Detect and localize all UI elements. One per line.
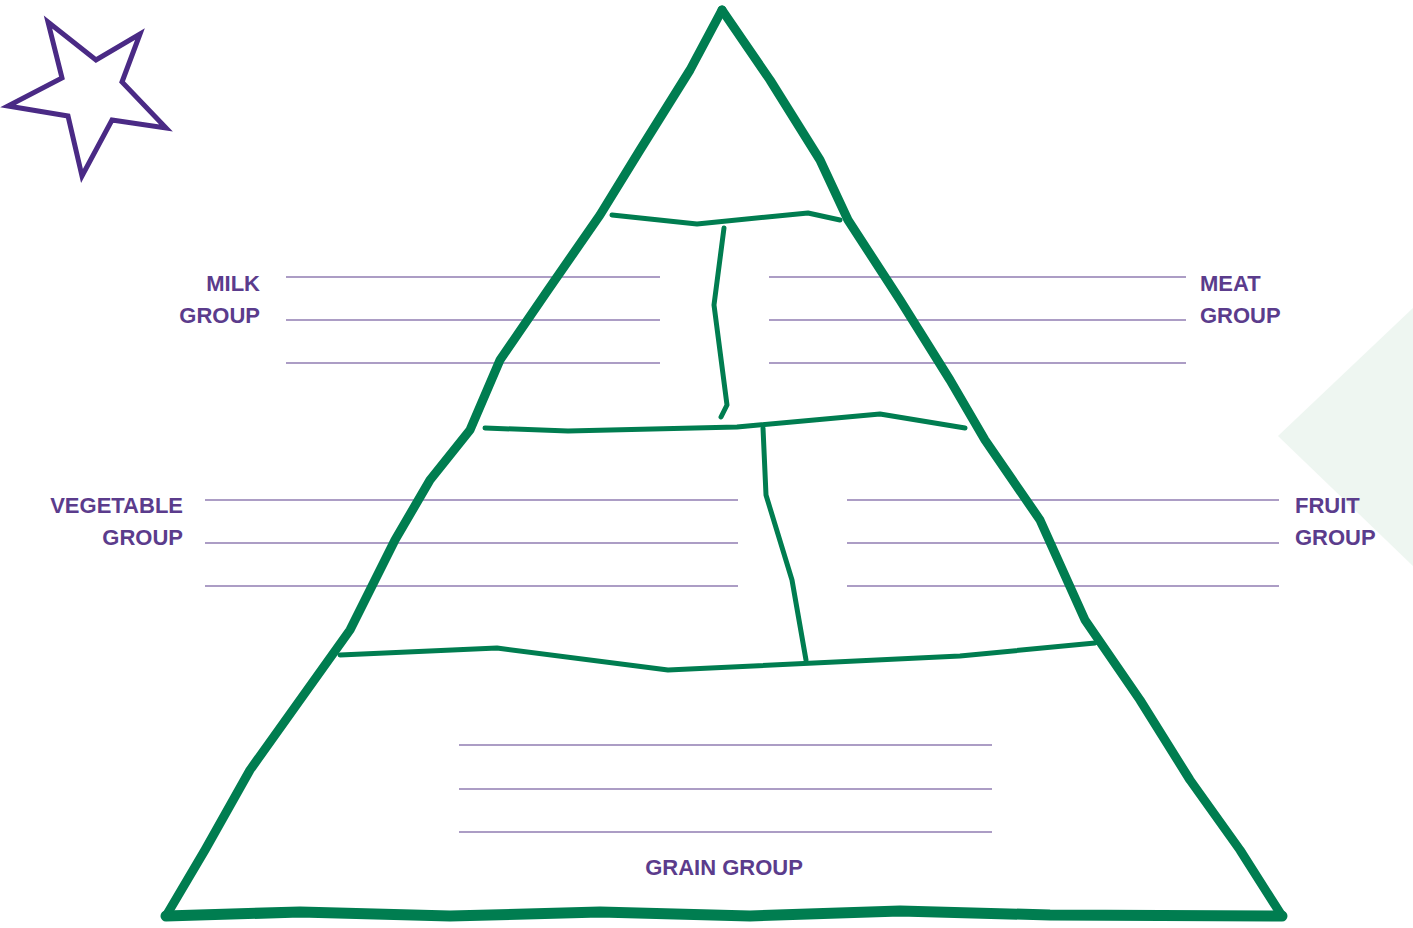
star-icon	[8, 22, 166, 176]
food-group-section: FRUIT GROUP	[1295, 490, 1376, 554]
food-group-label: GRAIN GROUP	[645, 852, 803, 884]
food-group-section: MILK GROUP	[179, 268, 260, 332]
food-group-label: MEAT GROUP	[1200, 268, 1281, 332]
food-group-label: VEGETABLE GROUP	[50, 490, 183, 554]
pyramid-outline	[166, 10, 1282, 916]
writing-lines	[205, 277, 1279, 832]
food-group-section: VEGETABLE GROUP	[50, 490, 183, 554]
food-group-label: FRUIT GROUP	[1295, 490, 1376, 554]
background-shape	[1278, 308, 1413, 566]
food-group-label: MILK GROUP	[179, 268, 260, 332]
food-group-section: GRAIN GROUP	[645, 852, 803, 884]
food-group-section: MEAT GROUP	[1200, 268, 1281, 332]
